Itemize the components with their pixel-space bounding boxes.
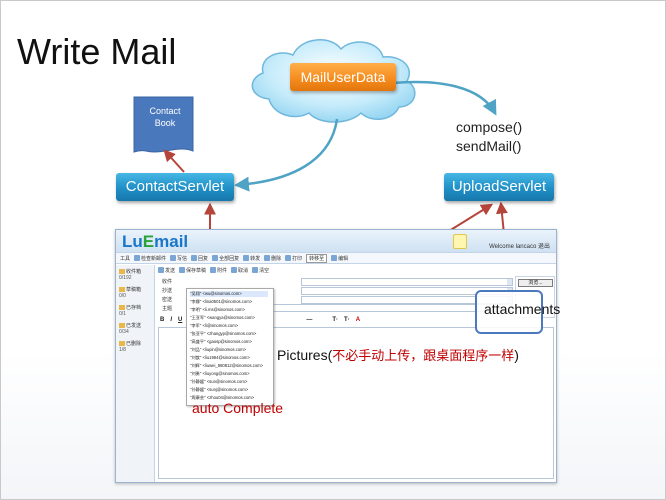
autocomplete-dropdown: "吴翔" <wu@sinomos.com> "李娜" <lina0501@sin… <box>186 288 274 406</box>
arrow-cloud-to-compose <box>392 80 497 116</box>
attachments-label: attachments <box>484 301 561 317</box>
compose-methods: compose() sendMail() <box>456 118 522 156</box>
to-label: 收件 <box>162 279 173 285</box>
toolbar-tools[interactable]: 工具 <box>120 255 131 262</box>
welcome-text: Welcome lancaco 退出 <box>489 244 550 250</box>
font-size-button[interactable]: T· <box>332 316 339 323</box>
cc-label: 抄送 <box>162 288 173 294</box>
cancel-button[interactable]: 取消 <box>231 267 248 274</box>
page-title: Write Mail <box>17 31 177 72</box>
autocomplete-item[interactable]: "刘辉" <liuwei_880812@sinomos.com> <box>190 363 264 368</box>
autocomplete-item[interactable]: "李军" <li@sinomos.com> <box>190 323 239 328</box>
sendmail-method: sendMail() <box>456 138 522 154</box>
font-color-button[interactable]: A <box>355 316 361 323</box>
toolbar-write[interactable]: 写信 <box>170 255 187 262</box>
autocomplete-item[interactable]: "孙静媛" <sunj@sinomos.com> <box>190 387 249 392</box>
app-logo: LuEmail <box>122 232 189 251</box>
to-input[interactable] <box>301 278 513 286</box>
pencil-icon <box>170 255 177 261</box>
lightbulb-icon <box>453 234 467 249</box>
arrow-cloud-to-contactservlet <box>234 118 339 192</box>
mail-user-data-box: MailUserData <box>290 63 396 91</box>
save-draft-button[interactable]: 保存草稿 <box>179 267 206 274</box>
send-button[interactable]: 发送 <box>158 267 175 274</box>
folder-icon <box>119 305 125 311</box>
mail-icon <box>134 255 141 261</box>
font-family-button[interactable]: T· <box>344 316 350 323</box>
delete-icon <box>264 255 271 261</box>
editor-toolbar: B I U — T· T· A <box>160 315 510 324</box>
bold-button[interactable]: B <box>160 316 165 323</box>
paperclip-icon <box>210 267 217 273</box>
attach-button[interactable]: 附件 <box>210 267 227 274</box>
autocomplete-item[interactable]: "刘歆" <liu1994@sinomos.com> <box>190 355 250 360</box>
forward-icon <box>243 255 250 261</box>
autocomplete-item[interactable]: "孙静媛" <sun@sinomos.com> <box>190 379 248 384</box>
send-icon <box>158 267 164 273</box>
luemail-screenshot: LuEmail Welcome lancaco 退出 工具 检查新邮件 写信 回… <box>115 229 557 483</box>
clear-icon <box>252 267 259 273</box>
autocomplete-item[interactable]: "高盛平" <gaosp@sinomos.com> <box>190 339 252 344</box>
autocomplete-item[interactable]: "李明" <li.ms@sinomos.com> <box>190 307 245 312</box>
autocomplete-item[interactable]: "王亚军" <wangya@sinomos.com> <box>190 315 255 320</box>
toolbar-print[interactable]: 打印 <box>285 255 302 262</box>
contact-servlet-box: ContactServlet <box>116 173 234 201</box>
folder-icon <box>119 287 125 293</box>
toolbar-reply-all[interactable]: 全部回复 <box>212 255 239 262</box>
autocomplete-item[interactable]: "吴翔" <wu@sinomos.com> <box>190 291 268 297</box>
contact-book-label: Contact Book <box>149 106 181 128</box>
attachments-callout-box <box>475 290 543 334</box>
autocomplete-item[interactable]: "周康芸" <zhou04@sinomos.com> <box>190 395 255 400</box>
printer-icon <box>285 255 292 261</box>
pictures-annotation: Pictures(不必手动上传，跟桌面程序一样) <box>277 347 519 364</box>
italic-button[interactable]: I <box>170 316 173 323</box>
toolbar-forward[interactable]: 转发 <box>243 255 260 262</box>
cancel-icon <box>231 267 238 273</box>
toolbar-reply[interactable]: 回复 <box>191 255 208 262</box>
folder-icon <box>119 269 125 275</box>
app-header: LuEmail Welcome lancaco 退出 <box>116 230 556 252</box>
hr-button[interactable]: — <box>306 316 313 323</box>
bcc-label: 密送 <box>162 297 173 303</box>
subject-label: 主题 <box>162 306 173 312</box>
autocomplete-item[interactable]: "刘勇" <liuyong@sinomos.com> <box>190 371 250 376</box>
clear-button[interactable]: 清空 <box>252 267 269 274</box>
edit-icon <box>331 255 338 261</box>
toolbar-delete[interactable]: 删除 <box>264 255 281 262</box>
autocomplete-item[interactable]: "张亚平" <zhangyp@sinomos.com> <box>190 331 257 336</box>
autocomplete-item[interactable]: "刘品" <liupin@sinomos.com> <box>190 347 247 352</box>
arrow-servlet-to-book <box>163 149 185 173</box>
toolbar-check-mail[interactable]: 检查新邮件 <box>134 255 166 262</box>
folder-icon <box>119 341 125 347</box>
underline-button[interactable]: U <box>178 316 183 323</box>
folder-icon <box>119 323 125 329</box>
reply-all-icon <box>212 255 219 261</box>
save-icon <box>179 267 186 273</box>
upload-servlet-box: UploadServlet <box>444 173 554 201</box>
app-toolbar: 工具 检查新邮件 写信 回复 全部回复 转发 删除 打印 转移至 编辑 <box>116 252 556 264</box>
toolbar-move-select[interactable]: 转移至 <box>306 253 328 263</box>
toolbar-edit[interactable]: 编辑 <box>331 255 348 262</box>
auto-complete-annotation: auto Complete <box>192 400 284 416</box>
compose-method: compose() <box>456 119 523 135</box>
autocomplete-item[interactable]: "李娜" <lina0501@sinomos.com> <box>190 299 253 304</box>
browse-button[interactable]: 浏览... <box>518 279 553 287</box>
compose-toolbar: 发送 保存草稿 附件 取消 清空 <box>156 265 554 275</box>
reply-icon <box>191 255 198 261</box>
